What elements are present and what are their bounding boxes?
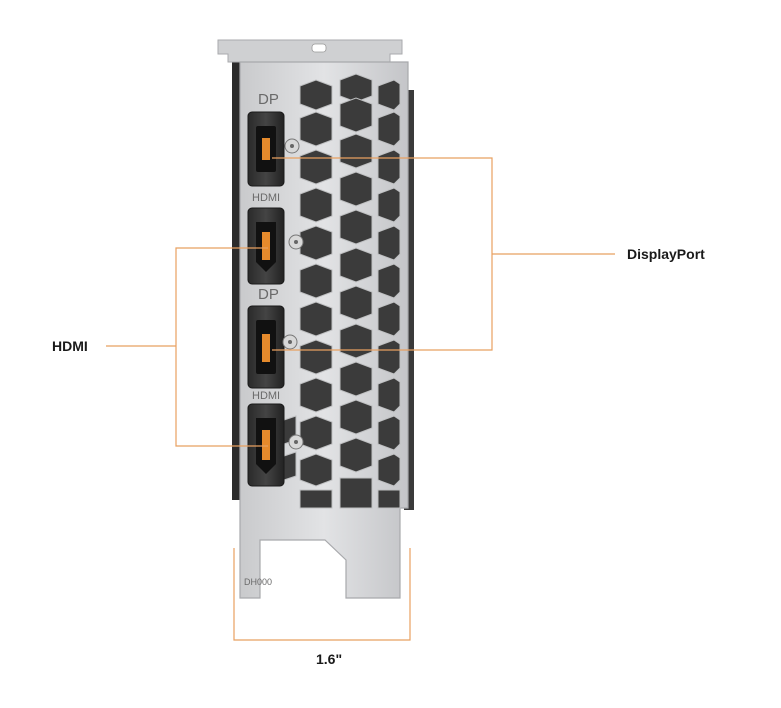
hdmi-callout-line — [175, 247, 268, 447]
port-hdmi-1 — [247, 207, 304, 285]
port-dp-1 — [247, 111, 300, 187]
bracket-top-tab — [217, 39, 403, 63]
hdmi-callout-label: HDMI — [52, 338, 88, 354]
width-label: 1.6" — [316, 651, 343, 667]
callout-lines — [106, 157, 615, 641]
part-code: DH000 — [244, 577, 272, 587]
width-dimension-line — [233, 548, 411, 641]
port-label-hdmi-1: HDMI — [252, 192, 280, 204]
port-label-hdmi-2: HDMI — [252, 390, 280, 402]
port-dp-2 — [247, 305, 298, 389]
displayport-callout-label: DisplayPort — [627, 246, 705, 262]
port-hdmi-2 — [247, 403, 304, 487]
port-label-dp-1: DP — [258, 91, 279, 108]
port-label-dp-2: DP — [258, 286, 279, 303]
